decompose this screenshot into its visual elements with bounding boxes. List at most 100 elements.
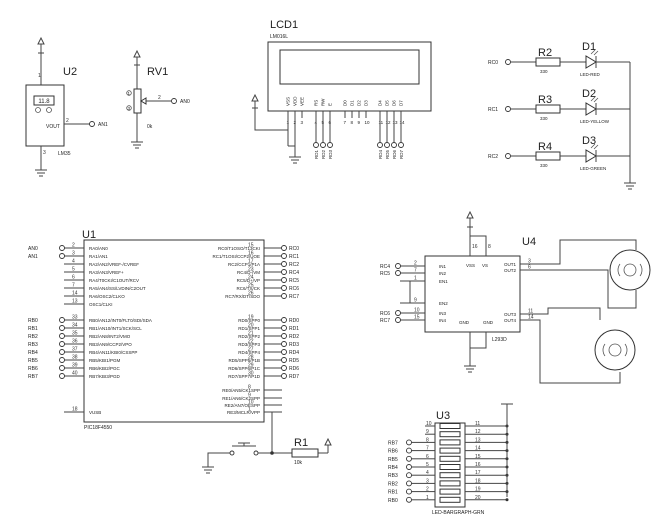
u1-pin-number: 36 (72, 339, 78, 345)
resistor (535, 151, 561, 161)
u3-pin-number: 10 (426, 421, 432, 427)
u4-gnd-label: GND (459, 320, 470, 325)
lcd-pin-number: 11 (379, 120, 384, 125)
u2-body (25, 84, 65, 147)
bargraph-segment (439, 480, 461, 487)
u4-pin-name: IN4 (439, 318, 447, 323)
u1-pin-number: 4 (72, 259, 75, 265)
u1-pin-number: 19 (248, 315, 254, 321)
u1-pin-name: RC7/RX/DT/SDO (225, 294, 260, 299)
rv1-value: 0k (147, 124, 153, 130)
u4-net-terminal (395, 310, 401, 316)
led-part: LED-YELLOW (580, 119, 610, 124)
u1-pin-number: 17 (248, 259, 254, 265)
u1-pin-name: RA1/AN1 (89, 254, 108, 259)
u1-net-label: RC2 (289, 262, 299, 268)
u1-pin-name: RD2/SPP2 (238, 334, 260, 339)
u1-pin-number: 26 (248, 291, 254, 297)
power-terminal-icon (133, 49, 141, 66)
rv1-ref: RV1 (147, 66, 168, 78)
u2-vout-label: VOUT (46, 124, 60, 130)
u1-pin-number: 29 (248, 363, 254, 369)
u1-pin-name: RA2/AN2/VREF-/CVREF (89, 262, 139, 267)
led-net-label: RC0 (488, 60, 498, 66)
lcd1-pins: VSS1VDD2VEE3RS4RW5E6D07D18D29D310D411D51… (286, 96, 406, 159)
rv1-pin-2: 2 (158, 95, 161, 101)
lcd-pin-number: 10 (365, 120, 371, 125)
lcd-net-label: RD7 (399, 150, 404, 159)
led-part: LED-GREEN (580, 166, 606, 171)
u3-net-terminal (406, 472, 412, 479)
u2-ref: U2 (63, 66, 77, 78)
u4-pin-number: 9 (414, 298, 417, 304)
lcd1-part: LM016L (270, 34, 288, 40)
u1-pin-name: RE3/MCLR/VPP (227, 410, 260, 415)
resistor-ref: R4 (538, 141, 552, 153)
ground-icon (624, 182, 636, 190)
rv1-net-label: AN0 (180, 99, 190, 105)
bargraph-segment (439, 455, 461, 462)
lcd-net-label: RD1 (314, 150, 319, 159)
reset-button[interactable] (229, 442, 259, 456)
u3-pin-number: 19 (475, 487, 481, 493)
u3-net-label: RB4 (388, 465, 398, 471)
lcd-pin-label: VEE (300, 97, 305, 106)
u1-pin-number: 13 (72, 299, 78, 305)
u3-pin-number: 2 (426, 487, 429, 493)
u4-pin-number: 10 (414, 308, 420, 314)
u1-pin-number: 20 (248, 323, 254, 329)
u1-pin-name: RB3/AN9/CCP2/VPO (89, 342, 132, 347)
u3-net-terminal (406, 464, 412, 470)
led-indicators: RC0R2330D1LED-REDRC1R3330D2LED-YELLOWRC2… (488, 41, 630, 171)
u1-net-label: RB4 (28, 350, 38, 356)
u1-net-label: RB1 (28, 326, 38, 332)
u1-net-terminal (281, 285, 287, 291)
u1-net-label: AN0 (28, 246, 38, 252)
u3-net-label: RB7 (388, 440, 398, 446)
lcd-pin-label: D7 (399, 100, 404, 106)
u1-pin-name: RD0/SPP0 (238, 318, 260, 323)
ground-icon (464, 365, 476, 373)
u4-pin-name: VS (482, 263, 488, 268)
u3-pin-number: 7 (426, 446, 429, 452)
led-net-terminal (505, 153, 511, 159)
bargraph-segment (439, 439, 461, 446)
u3-pin-number: 13 (475, 437, 481, 443)
motor-1-icon (609, 249, 651, 291)
motor-2-icon (594, 329, 636, 371)
lcd-net-terminal (398, 142, 404, 148)
u1-net-label: RD3 (289, 342, 299, 348)
u1-net-label: RD5 (289, 358, 299, 364)
u3-pin-number: 5 (426, 462, 429, 468)
lcd-net-terminal (313, 142, 319, 148)
lcd-pin-label: D5 (385, 100, 390, 106)
u1-pin-name: RA4/T0CKI/C1OUT/RCV (89, 278, 139, 283)
bargraph-segment (439, 423, 461, 429)
u3-pin-number: 6 (426, 454, 429, 460)
u3-net-label: RB6 (388, 449, 398, 455)
lcd-pin-label: D2 (357, 100, 362, 106)
u1-net-terminal (59, 317, 65, 323)
rv1-body (133, 88, 142, 114)
rv1-pin-3: 3 (128, 106, 131, 111)
u1-pin-name: RE2/AN7/OESPP (224, 403, 260, 408)
lcd-pin-label: VSS (286, 97, 291, 106)
u2-display (33, 95, 55, 106)
u1-net-terminal (281, 245, 287, 251)
resistor-ref: R3 (538, 94, 552, 106)
u3-net-terminal (406, 496, 412, 503)
u1-net-terminal (281, 373, 287, 379)
u3-pin-number: 18 (475, 478, 481, 484)
u1-pin-name: VUSB (89, 410, 101, 415)
u1-pin-name: RC1/T1OSI/CCP2/UOE (212, 254, 260, 259)
u1-net-terminal (281, 261, 287, 267)
rv1-pin-1: 1 (128, 91, 131, 96)
led-ref: D2 (582, 88, 596, 100)
u4-pin-name: OUT1 (504, 262, 516, 267)
lcd-pin-label: D4 (378, 100, 383, 106)
power-terminal-icon (37, 36, 45, 54)
u1-pin-number: 40 (72, 371, 78, 377)
